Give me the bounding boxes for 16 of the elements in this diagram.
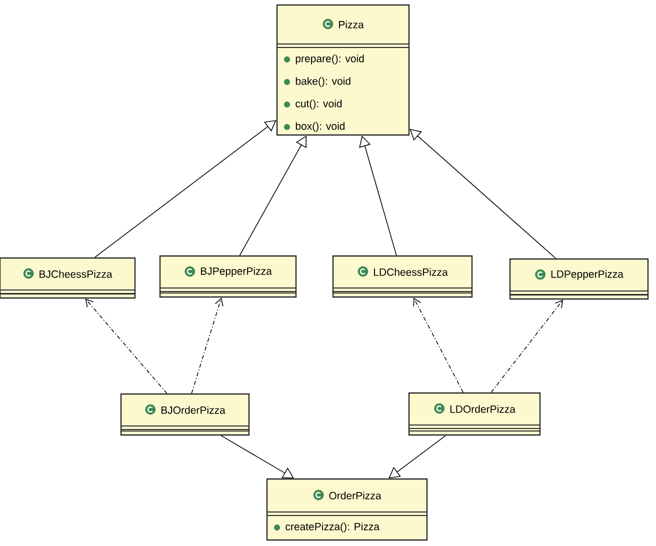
class-box: BJOrderPizza [120,393,250,436]
class-box: BJPepperPizza [159,255,297,298]
dependency-arrow [413,298,464,393]
dependency-arrow [490,300,564,393]
class-box: OrderPizza createPizza(): Pizza [266,478,428,541]
inheritance-arrow [410,128,556,259]
class-box: Pizza prepare(): void bake(): void cut(): void box(): void [276,4,410,136]
dependency-arrow [85,298,168,394]
class-box: LDCheessPizza [332,255,473,298]
inheritance-arrow [94,120,276,258]
dependency-arrow [191,298,224,394]
inheritance-arrow [359,136,397,256]
inheritance-arrow [388,435,446,478]
class-box: LDOrderPizza [408,392,541,436]
class-box: BJCheessPizza [0,257,136,299]
class-box: LDPepperPizza [509,258,649,300]
